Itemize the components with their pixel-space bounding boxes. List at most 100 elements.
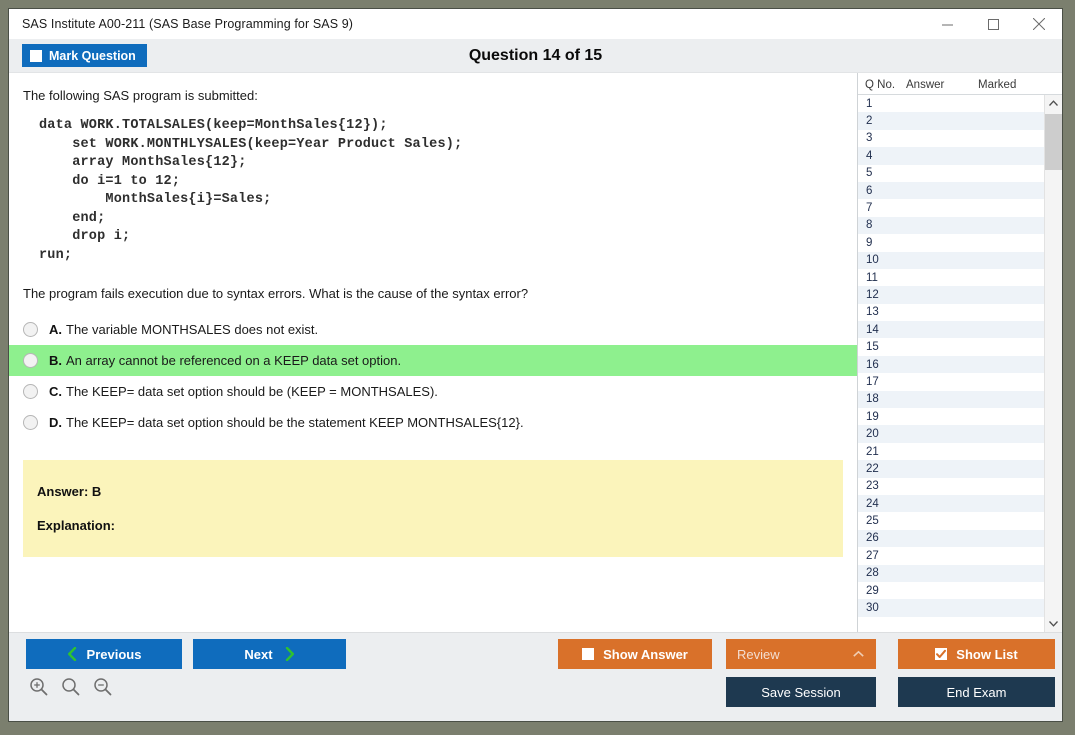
option-letter-b: B. — [49, 353, 62, 368]
question-list-row[interactable]: 22 — [858, 460, 1044, 478]
show-list-checkbox-icon[interactable] — [935, 648, 948, 660]
question-number-cell: 2 — [866, 115, 873, 128]
question-list-row[interactable]: 6 — [858, 181, 1044, 200]
footer-toolbar: Previous Next Show Answer Review — [9, 632, 1062, 721]
question-list-row[interactable]: 1 — [858, 95, 1044, 113]
question-list-row[interactable]: 5 — [858, 164, 1044, 182]
option-row-a[interactable]: A. The variable MONTHSALES does not exis… — [9, 314, 857, 345]
question-number-cell: 6 — [866, 184, 873, 197]
question-list-row[interactable]: 25 — [858, 512, 1044, 530]
option-letter-c: C. — [49, 384, 62, 399]
option-text-a: The variable MONTHSALES does not exist. — [66, 322, 319, 337]
scrollbar-thumb[interactable] — [1045, 114, 1062, 170]
question-number-cell: 26 — [866, 532, 879, 545]
previous-button[interactable]: Previous — [26, 639, 182, 669]
main-body: The following SAS program is submitted: … — [9, 73, 1062, 632]
question-list-row[interactable]: 14 — [858, 321, 1044, 339]
question-intro: The following SAS program is submitted: — [23, 88, 258, 103]
maximize-icon[interactable] — [970, 9, 1016, 39]
chevron-up-icon[interactable] — [853, 650, 864, 658]
zoom-reset-icon[interactable] — [61, 677, 80, 696]
question-list-row[interactable]: 11 — [858, 268, 1044, 287]
question-list-row[interactable]: 3 — [858, 129, 1044, 148]
zoom-out-icon[interactable] — [93, 677, 112, 696]
option-text-c: The KEEP= data set option should be (KEE… — [66, 384, 438, 399]
question-list-row[interactable]: 27 — [858, 547, 1044, 565]
question-list-row[interactable]: 8 — [858, 216, 1044, 235]
question-number-cell: 18 — [866, 393, 879, 406]
scroll-up-arrow-icon[interactable] — [1045, 95, 1062, 112]
question-list-row[interactable]: 13 — [858, 303, 1044, 322]
question-number-cell: 5 — [866, 167, 873, 180]
column-header-marked: Marked — [978, 78, 1017, 91]
option-row-d[interactable]: D. The KEEP= data set option should be t… — [9, 407, 857, 438]
question-number-cell: 3 — [866, 132, 873, 145]
question-list-row[interactable]: 26 — [858, 529, 1044, 548]
option-row-b[interactable]: B. An array cannot be referenced on a KE… — [9, 345, 857, 376]
scroll-down-arrow-icon[interactable] — [1045, 615, 1062, 632]
question-list-row[interactable]: 4 — [858, 147, 1044, 165]
scrollbar-track[interactable] — [1045, 112, 1062, 615]
question-list-row[interactable]: 9 — [858, 234, 1044, 252]
question-number-cell: 15 — [866, 341, 879, 354]
question-list-row[interactable]: 10 — [858, 251, 1044, 269]
mark-question-button[interactable]: Mark Question — [22, 44, 147, 67]
answer-explanation-box: Answer: B Explanation: — [23, 460, 843, 557]
question-list-row[interactable]: 12 — [858, 286, 1044, 304]
question-list-row[interactable]: 30 — [858, 599, 1044, 617]
question-list-row[interactable]: 17 — [858, 373, 1044, 391]
question-number-cell: 1 — [866, 97, 873, 110]
question-list-row[interactable]: 18 — [858, 390, 1044, 409]
save-session-button[interactable]: Save Session — [726, 677, 876, 707]
question-list-row[interactable]: 24 — [858, 494, 1044, 513]
mark-question-label: Mark Question — [49, 48, 136, 63]
page-title: Question 14 of 15 — [468, 46, 603, 64]
question-number-cell: 9 — [866, 236, 873, 249]
question-list-row[interactable]: 20 — [858, 425, 1044, 443]
mark-question-checkbox-icon[interactable] — [30, 49, 42, 62]
question-pane: The following SAS program is submitted: … — [9, 73, 857, 632]
review-dropdown-button[interactable]: Review — [726, 639, 876, 669]
question-list-row[interactable]: 23 — [858, 477, 1044, 495]
show-list-button[interactable]: Show List — [898, 639, 1055, 669]
option-row-c[interactable]: C. The KEEP= data set option should be (… — [9, 376, 857, 407]
question-list-row[interactable]: 7 — [858, 199, 1044, 217]
answer-value: Answer: B — [37, 484, 102, 499]
question-number-cell: 12 — [866, 288, 879, 301]
radio-icon-a[interactable] — [23, 322, 38, 337]
show-answer-button[interactable]: Show Answer — [558, 639, 712, 669]
question-list-row[interactable]: 16 — [858, 355, 1044, 374]
question-list-row[interactable]: 2 — [858, 112, 1044, 130]
close-icon[interactable] — [1016, 9, 1062, 39]
show-answer-label: Show Answer — [603, 646, 688, 662]
zoom-in-icon[interactable] — [29, 677, 48, 696]
end-exam-button[interactable]: End Exam — [898, 677, 1055, 707]
question-list-row[interactable]: 21 — [858, 442, 1044, 461]
question-number-cell: 25 — [866, 515, 879, 528]
question-number-cell: 17 — [866, 375, 879, 388]
radio-icon-c[interactable] — [23, 384, 38, 399]
question-number-cell: 30 — [866, 602, 879, 615]
option-text-b: An array cannot be referenced on a KEEP … — [66, 353, 402, 368]
minimize-icon[interactable] — [924, 9, 970, 39]
exam-toolbar: Mark Question Question 14 of 15 — [9, 39, 1062, 73]
question-list-row[interactable]: 19 — [858, 408, 1044, 426]
zoom-controls — [29, 677, 112, 696]
question-list-row[interactable]: 28 — [858, 564, 1044, 582]
window-title: SAS Institute A00-211 (SAS Base Programm… — [22, 17, 354, 31]
radio-icon-b[interactable] — [23, 353, 38, 368]
window-controls — [924, 9, 1062, 39]
option-letter-a: A. — [49, 322, 62, 337]
question-number-cell: 4 — [866, 149, 873, 162]
question-number-cell: 14 — [866, 323, 879, 336]
show-answer-checkbox-icon[interactable] — [582, 648, 595, 660]
question-list-row[interactable]: 29 — [858, 581, 1044, 600]
question-list-row[interactable]: 15 — [858, 338, 1044, 356]
column-header-answer: Answer — [906, 78, 945, 91]
question-number-cell: 16 — [866, 358, 879, 371]
radio-icon-d[interactable] — [23, 415, 38, 430]
review-label: Review — [737, 646, 780, 662]
question-list-scrollbar[interactable] — [1044, 95, 1062, 632]
next-button[interactable]: Next — [193, 639, 346, 669]
